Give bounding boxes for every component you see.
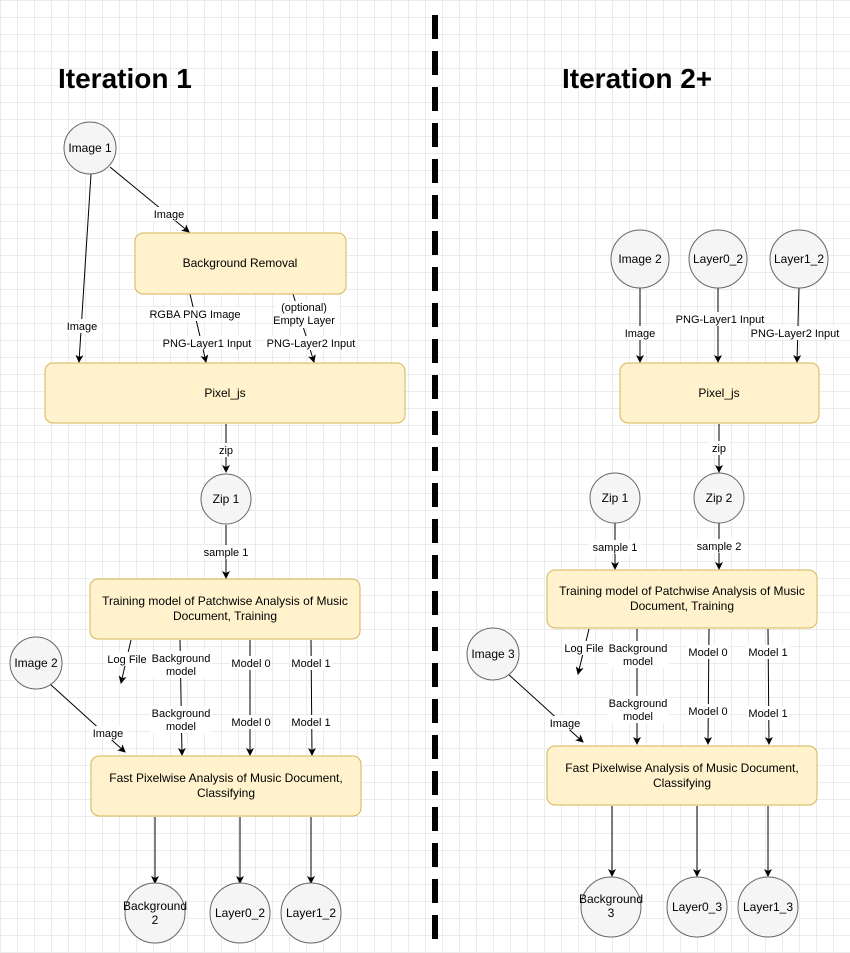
right-image3-label: Image 3: [471, 647, 515, 661]
edge-label: model: [623, 711, 653, 723]
right-layer0-label: Layer0_2: [693, 252, 743, 266]
edge-label: Background: [609, 698, 668, 710]
left-background2-node[interactable]: Background 2: [123, 882, 187, 944]
edge-label: Background: [152, 708, 211, 720]
right-edge-labels: Image PNG-Layer1 Input PNG-Layer2 Input …: [547, 312, 841, 730]
right-zip1-node[interactable]: Zip 1: [589, 472, 641, 524]
right-image2-node[interactable]: Image 2: [610, 229, 670, 289]
edge-label: Model 1: [291, 717, 330, 729]
edge-label: sample 1: [593, 542, 638, 554]
edge-label: sample 2: [697, 541, 742, 553]
right-image3-node[interactable]: Image 3: [466, 627, 520, 681]
right-zip2-node[interactable]: Zip 2: [693, 472, 745, 524]
edge-label: PNG-Layer2 Input: [751, 328, 840, 340]
edge-label: Model 1: [748, 647, 787, 659]
right-layer0-node[interactable]: Layer0_2: [688, 229, 748, 289]
left-background2-line2: 2: [152, 913, 159, 927]
edge-label: Log File: [107, 654, 146, 666]
right-background3-line2: 3: [608, 906, 615, 920]
edge-label: Log File: [564, 643, 603, 655]
left-pixel-label: Pixel_js: [204, 386, 245, 400]
right-training-box[interactable]: Training model of Patchwise Analysis of …: [546, 569, 818, 629]
left-image1-label: Image 1: [68, 141, 112, 155]
left-zip1-node[interactable]: Zip 1: [200, 473, 252, 525]
edge-label: Image: [550, 718, 581, 730]
right-image2-label: Image 2: [618, 252, 662, 266]
edge-label: Image: [154, 209, 185, 221]
edge-label: Model 0: [231, 658, 270, 670]
left-layer0-node[interactable]: Layer0_2: [209, 882, 271, 944]
right-training-line2: Document, Training: [630, 599, 734, 613]
edge-label: Image: [93, 728, 124, 740]
right-layer1-node[interactable]: Layer1_2: [769, 229, 829, 289]
edge-label: RGBA PNG Image: [149, 309, 240, 321]
edge-label: sample 1: [204, 547, 249, 559]
right-layer1-3-node[interactable]: Layer1_3: [737, 876, 799, 938]
left-training-line1: Training model of Patchwise Analysis of …: [102, 594, 348, 608]
right-title: Iteration 2+: [562, 63, 712, 94]
left-background2-line1: Background: [123, 899, 187, 913]
right-fast-line1: Fast Pixelwise Analysis of Music Documen…: [565, 761, 798, 775]
left-image2-label: Image 2: [14, 656, 58, 670]
background-removal-box[interactable]: Background Removal: [134, 232, 347, 295]
edge-label: Model 0: [231, 717, 270, 729]
left-image2-node[interactable]: Image 2: [9, 636, 63, 690]
left-pixel-box[interactable]: Pixel_js: [44, 362, 406, 424]
edge-label: model: [166, 721, 196, 733]
right-pixel-label: Pixel_js: [698, 386, 739, 400]
right-layer0-3-label: Layer0_3: [672, 900, 722, 914]
left-layer1-node[interactable]: Layer1_2: [280, 882, 342, 944]
edge-label: PNG-Layer1 Input: [163, 338, 252, 350]
right-background3-line1: Background: [579, 892, 643, 906]
edge-label: model: [166, 666, 196, 678]
right-layer1-label: Layer1_2: [774, 252, 824, 266]
edge-label: zip: [219, 445, 233, 457]
right-zip1-label: Zip 1: [602, 491, 629, 505]
right-background3-node[interactable]: Background 3: [579, 876, 643, 938]
left-fast-box[interactable]: Fast Pixelwise Analysis of Music Documen…: [90, 755, 362, 817]
edge-label: Background: [152, 653, 211, 665]
edge-label: PNG-Layer2 Input: [267, 338, 356, 350]
right-layer0-3-node[interactable]: Layer0_3: [666, 876, 728, 938]
edge-label: Model 1: [748, 708, 787, 720]
left-layer1-label: Layer1_2: [286, 906, 336, 920]
left-edge-labels: Image Image RGBA PNG Image (optional) Em…: [64, 207, 357, 740]
left-fast-line1: Fast Pixelwise Analysis of Music Documen…: [109, 771, 342, 785]
left-fast-line2: Classifying: [197, 786, 255, 800]
edge-label: Model 1: [291, 658, 330, 670]
edge-label: Background: [609, 643, 668, 655]
right-pixel-box[interactable]: Pixel_js: [619, 362, 820, 424]
left-zip1-label: Zip 1: [213, 492, 240, 506]
edge-label: Model 0: [688, 647, 727, 659]
edge-label: model: [623, 656, 653, 668]
edge-label: Image: [625, 328, 656, 340]
edge-label: Image: [67, 321, 98, 333]
left-image1-node[interactable]: Image 1: [63, 121, 117, 175]
left-training-box[interactable]: Training model of Patchwise Analysis of …: [89, 578, 361, 640]
right-layer1-3-label: Layer1_3: [743, 900, 793, 914]
edge-label: Model 0: [688, 706, 727, 718]
right-fast-box[interactable]: Fast Pixelwise Analysis of Music Documen…: [546, 745, 818, 806]
left-layer0-label: Layer0_2: [215, 906, 265, 920]
edge-label: PNG-Layer1 Input: [676, 314, 765, 326]
edge-label: Empty Layer: [273, 315, 335, 327]
right-fast-line2: Classifying: [653, 776, 711, 790]
edge-label: (optional): [281, 302, 327, 314]
left-title: Iteration 1: [58, 63, 192, 94]
background-removal-label: Background Removal: [183, 256, 298, 270]
edge-label: zip: [712, 443, 726, 455]
left-training-line2: Document, Training: [173, 609, 277, 623]
right-zip2-label: Zip 2: [706, 491, 733, 505]
right-training-line1: Training model of Patchwise Analysis of …: [559, 584, 805, 598]
